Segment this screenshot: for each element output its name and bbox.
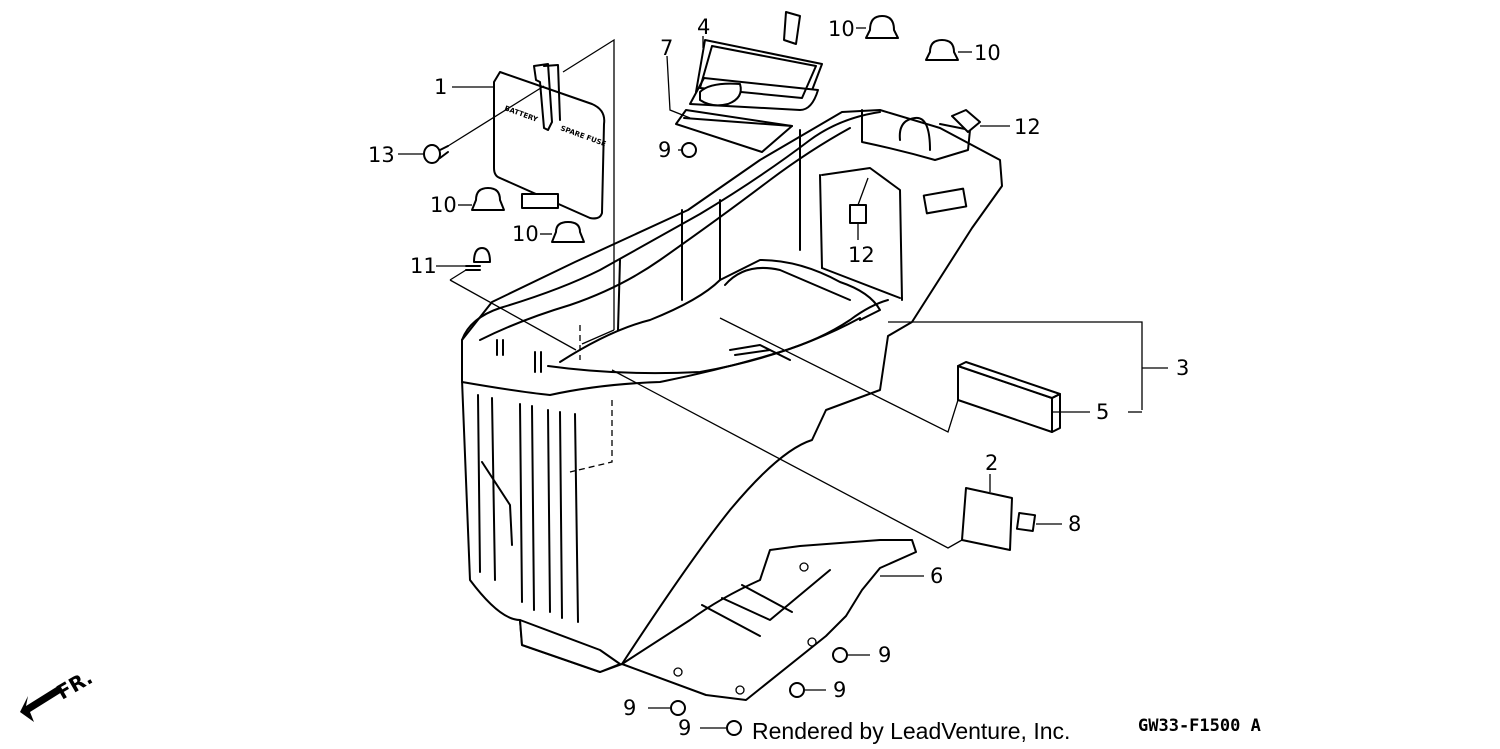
washer-9-b: [832, 647, 848, 663]
credit-text: Rendered by LeadVenture, Inc.: [752, 718, 1070, 744]
fastener-parts: [423, 15, 1061, 736]
bolt-13: [423, 144, 449, 164]
callout-10-a: 10: [828, 17, 855, 41]
callout-labels: 1 2 3 4 5 6 7 8 9 9 9 9 9 10 10 10 10 11…: [368, 15, 1189, 740]
front-direction-indicator: FR.: [20, 665, 97, 722]
callout-9-e: 9: [678, 716, 691, 740]
battery-holder: BATTERY SPARE FUSE: [493, 63, 607, 220]
label-2: [961, 487, 1013, 551]
grommet-10-a: [865, 15, 899, 39]
clip-12-b: [849, 204, 867, 224]
stud-bolts: [496, 339, 542, 373]
callout-5: 5: [1096, 400, 1109, 424]
callout-9-a: 9: [658, 138, 671, 162]
washer-9-c: [789, 682, 805, 698]
callout-8: 8: [1068, 512, 1081, 536]
callout-9-c: 9: [833, 678, 846, 702]
rubber-strip-5: [957, 361, 1061, 433]
washer-9-a: [681, 142, 697, 158]
front-label: FR.: [53, 665, 97, 704]
callout-12-b: 12: [848, 243, 875, 267]
washer-9-d: [670, 700, 686, 716]
grommet-10-c: [471, 187, 505, 211]
callout-7: 7: [660, 36, 673, 60]
leader-lines: [398, 27, 1168, 729]
callout-10-c: 10: [430, 193, 457, 217]
front-arrow-icon: [20, 686, 62, 722]
clip-12-a: [951, 109, 981, 133]
callout-4: 4: [697, 15, 710, 39]
under-cover: [621, 539, 917, 701]
callout-2: 2: [985, 451, 998, 475]
callout-9-b: 9: [878, 643, 891, 667]
label-8: [1015, 511, 1037, 533]
callout-9-d: 9: [623, 696, 636, 720]
callout-10-b: 10: [974, 41, 1001, 65]
callout-10-d: 10: [512, 222, 539, 246]
washer-9-e: [726, 720, 742, 736]
diagram-code: GW33-F1500 A: [1138, 716, 1261, 736]
grommet-10-b: [925, 39, 959, 61]
callout-1: 1: [434, 75, 447, 99]
grommet-10-d: [551, 221, 585, 243]
luggage-box: [461, 109, 1003, 673]
lid-assembly: [675, 11, 823, 153]
callout-13: 13: [368, 143, 395, 167]
callout-3: 3: [1176, 356, 1189, 380]
screw-11: [465, 247, 491, 271]
callout-6: 6: [930, 564, 943, 588]
callout-12-a: 12: [1014, 115, 1041, 139]
callout-11: 11: [410, 254, 437, 278]
